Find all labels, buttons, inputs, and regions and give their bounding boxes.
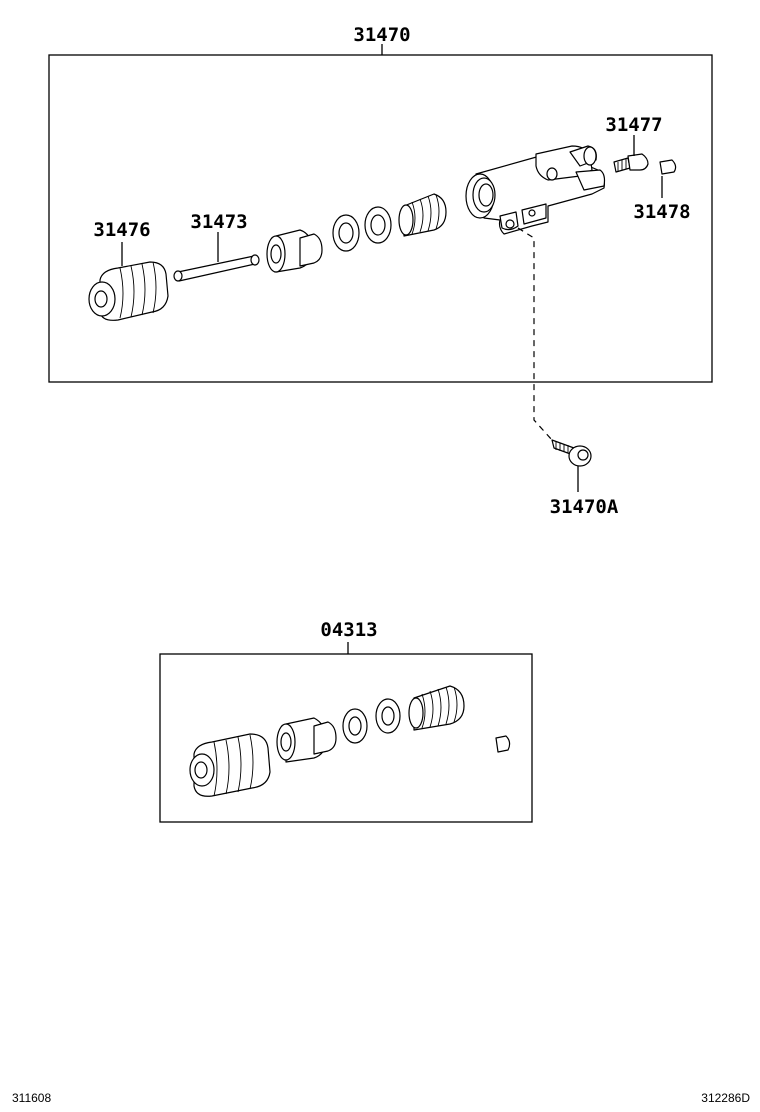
boot-part [88,261,169,321]
piston-cup-1 [332,214,360,252]
kit-cap-part [495,735,511,753]
kit-spring-part [408,685,465,731]
part-label-31476[interactable]: 31476 [93,219,150,241]
kit-boot-part [189,733,271,797]
part-label-31477[interactable]: 31477 [605,114,662,136]
footer-left-code: 311608 [12,1091,51,1105]
bolt-part [551,439,592,467]
footer-right-code: 312286D [701,1091,750,1105]
piston-cup-2 [364,206,392,244]
piston-part [266,229,323,273]
repair-kit-frame [159,653,533,823]
kit-piston-part [276,717,337,763]
part-label-31470A[interactable]: 31470A [550,496,619,518]
part-label-31478[interactable]: 31478 [633,201,690,223]
part-label-31473[interactable]: 31473 [190,211,247,233]
spring-part [398,193,447,237]
push-rod-part [173,254,260,282]
assembly-frame [48,54,713,383]
kit-cup-2 [375,698,401,734]
cylinder-body-part [465,145,606,235]
kit-cup-1 [342,708,368,744]
bleeder-plug-part [613,153,649,173]
part-label-04313[interactable]: 04313 [320,619,377,641]
part-label-31470[interactable]: 31470 [353,24,410,46]
bolt-dashed-leader [517,227,553,441]
bleeder-cap-part [659,159,677,175]
